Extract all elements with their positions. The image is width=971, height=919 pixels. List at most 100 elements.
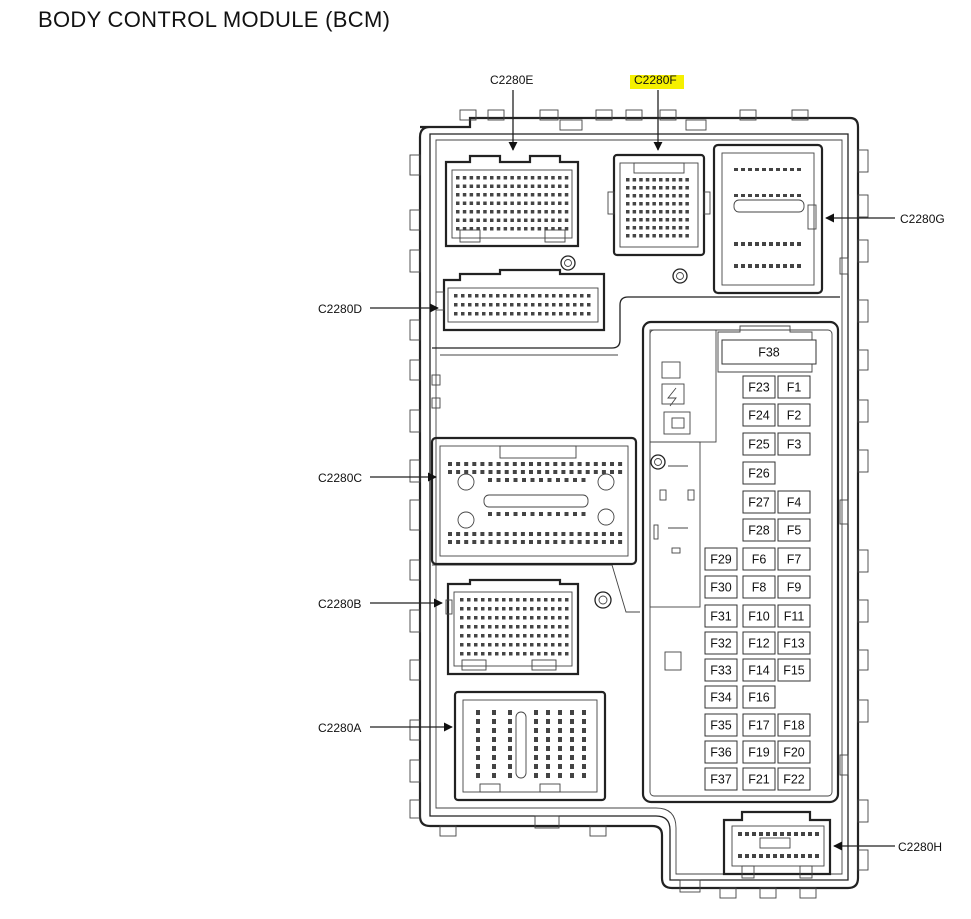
connector-pin (483, 227, 487, 231)
connector-pin (529, 532, 533, 536)
fuse-label-f27: F27 (748, 496, 770, 510)
connector-pin (474, 616, 478, 620)
connector-pin (508, 764, 512, 769)
connector-pin (522, 512, 526, 516)
connector-pin (593, 462, 598, 466)
connector-pin (559, 312, 563, 316)
connector-pin (639, 194, 643, 198)
connector-pin (509, 634, 513, 638)
connector-pin (685, 194, 689, 198)
connector-pin (639, 234, 643, 238)
connector-pin (544, 218, 548, 222)
fuse-label-f24: F24 (748, 409, 770, 423)
connector-pin (544, 625, 548, 629)
fuse-slot-f26 (742, 461, 776, 485)
connector-pin (480, 540, 485, 544)
fuse-label-f10: F10 (748, 610, 770, 624)
connector-pin (462, 193, 467, 197)
connector-pin (678, 178, 683, 182)
connector-pin (524, 227, 528, 231)
connector-pin (580, 312, 584, 316)
connector-pin (460, 607, 464, 611)
connector-pin (464, 462, 469, 466)
connector-pin (645, 234, 650, 238)
connector-pin (581, 478, 586, 482)
label-c2280f: C2280F (634, 73, 677, 87)
connector-pin (472, 470, 477, 474)
connector-pin (565, 652, 569, 656)
connector-pin (503, 184, 508, 188)
fuse-label-f1: F1 (787, 381, 802, 395)
connector-pin (678, 210, 683, 214)
connector-pin (510, 210, 514, 214)
connector-pin (652, 178, 656, 182)
connector-pin (545, 532, 550, 536)
connector-pin (544, 652, 548, 656)
connector-pin (734, 168, 738, 171)
connector-pin (516, 634, 520, 638)
connector-pin (652, 210, 656, 214)
connector-pin (476, 201, 480, 205)
connector-c2280h (722, 810, 832, 879)
connector-pin (537, 227, 542, 231)
connector-pin (558, 773, 562, 778)
connector-pin (544, 184, 548, 188)
fuse-label-f37: F37 (710, 773, 732, 787)
connector-pin (488, 616, 492, 620)
connector-pin (530, 218, 535, 222)
connector-pin (546, 746, 550, 751)
connector-pin (476, 184, 480, 188)
connector-pin (503, 176, 508, 180)
connector-pin (780, 832, 784, 836)
fuse-label-f18: F18 (783, 719, 805, 733)
connector-pin (544, 598, 548, 602)
connector-pin (537, 634, 541, 638)
connector-pin (783, 194, 787, 197)
connector-pin (538, 312, 542, 316)
connector-pin (546, 773, 550, 778)
connector-pin (626, 194, 630, 198)
connector-pin (551, 625, 555, 629)
connector-pin (462, 210, 467, 214)
fuse-slot-f27 (742, 490, 776, 514)
connector-pin (509, 616, 513, 620)
connector-pin (537, 184, 542, 188)
fuse-label-f35: F35 (710, 719, 732, 733)
connector-pin (537, 193, 542, 197)
connector-pin (626, 186, 630, 190)
connector-pin (587, 303, 591, 307)
connector-pin (508, 710, 512, 715)
connector-pin (496, 193, 501, 197)
connector-pin (510, 193, 514, 197)
connector-pin (645, 218, 650, 222)
connector-pin (573, 478, 577, 482)
connector-c2280g (712, 143, 824, 295)
connector-pin (659, 234, 663, 238)
connector-pin (626, 226, 630, 230)
connector-pin (645, 186, 650, 190)
fuse-slot-f29 (704, 547, 738, 571)
connector-pin (509, 598, 513, 602)
connector-pin (512, 532, 517, 536)
connector-pin (783, 168, 787, 171)
connector-pin (564, 184, 569, 188)
connector-pin (537, 532, 542, 536)
connector-pin (462, 218, 467, 222)
connector-pin (448, 540, 452, 544)
connector-pin (517, 303, 521, 307)
connector-pin (510, 201, 514, 205)
connector-pin (632, 194, 637, 198)
connector-pin (659, 226, 663, 230)
connector-pin (509, 643, 513, 647)
connector-pin (467, 607, 471, 611)
fuse-label-f15: F15 (783, 664, 805, 678)
connector-pin (530, 652, 534, 656)
label-c2280b: C2280B (318, 597, 361, 611)
fuse-label-f34: F34 (710, 691, 732, 705)
connector-pin (546, 710, 550, 715)
c2280f-highlight (630, 75, 684, 89)
connector-pin (734, 264, 738, 268)
fuse-label-f6: F6 (752, 553, 767, 567)
connector-pin (558, 728, 562, 733)
connector-pin (537, 218, 542, 222)
